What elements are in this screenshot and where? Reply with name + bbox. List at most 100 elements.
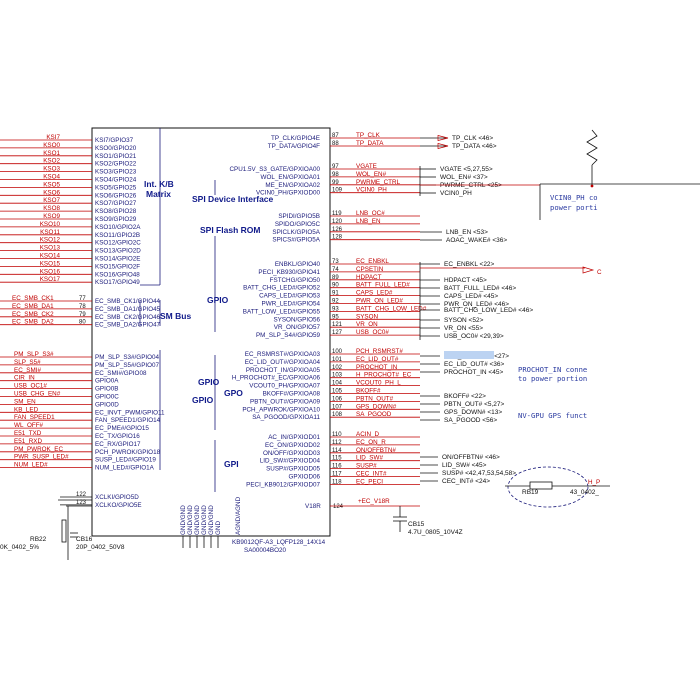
gpo-ext-label: GPS_DOWN# <13> bbox=[444, 409, 502, 416]
spi-flash-pin: SPIDI/GPIO5B bbox=[278, 213, 320, 220]
gpo-ext-label: PBTN_OUT# <5,27> bbox=[444, 401, 505, 408]
cb15-value: 4.7U_0805_10V4Z bbox=[408, 529, 463, 536]
gpio-mid-pin: ENBKL/GPIO40 bbox=[275, 261, 321, 268]
kso-signal: KSO5 bbox=[43, 181, 60, 188]
gpi-pin: LID_SW#/GPXIOD04 bbox=[260, 458, 321, 465]
gpio-mid-pin-number: 121 bbox=[332, 322, 343, 328]
gpo-pin: PBTN_OUT#/GPXIOA09 bbox=[250, 398, 320, 405]
gpo-pin-number: 107 bbox=[332, 404, 343, 410]
smbus-pin: EC_SMB_DA2/GPIO47 bbox=[95, 322, 161, 329]
gpio-mid-net: SYSON bbox=[356, 313, 378, 320]
gpio-mid-ext-label: BATT_FULL_LED# <46> bbox=[444, 285, 516, 292]
gpo-net: SA_PGOOD bbox=[356, 411, 392, 418]
kso-pin: KSO4/GPIO24 bbox=[95, 177, 137, 184]
gpio-left-signal: E51_RXD bbox=[14, 438, 42, 445]
gpio-mid-pin-number: 89 bbox=[332, 275, 339, 281]
kso-pin: KSO12/GPIO2C bbox=[95, 240, 141, 247]
kso-pin: KSO16/GPIO48 bbox=[95, 271, 140, 278]
gpio-left-signal: NUM_LED# bbox=[14, 462, 48, 469]
block-keyboard-title: Int. K/B bbox=[144, 179, 174, 189]
gpo-pin: BKOFF#/GPXIOA08 bbox=[263, 391, 321, 398]
gpio-mid-pin: PECI_KB930/GPIO41 bbox=[258, 269, 320, 276]
gpi-pin-number: 117 bbox=[332, 472, 342, 478]
cb16-capacitor: CB16 20P_0402_50V8 RB22 0K_0402_5% bbox=[0, 499, 125, 560]
ground-pin: GND/GND bbox=[194, 505, 201, 535]
kso-signal: KSO16 bbox=[40, 268, 61, 275]
gpi-net: LID_SW# bbox=[356, 455, 383, 462]
ground-pin: GND/GND bbox=[208, 505, 215, 535]
gpio-mid-ext-label: HDPACT <45> bbox=[444, 277, 487, 284]
spi-device-pin-number: 99 bbox=[332, 180, 339, 186]
block-gpo-title: GPO bbox=[224, 388, 243, 398]
spi-device-ext-label: VGATE <5,27,55> bbox=[440, 166, 493, 173]
gpio-mid-pin-number: 127 bbox=[332, 330, 343, 336]
ground-pin: GND/GND bbox=[201, 505, 208, 535]
kso-signal: KSO17 bbox=[40, 276, 61, 283]
gpo-pin: VCOUT0_PH/GPXIOA07 bbox=[249, 383, 320, 390]
block-spi-device-title: SPI Device Interface bbox=[192, 194, 274, 204]
gpo-pin-number: 102 bbox=[332, 365, 343, 371]
kso-signal: KSO1 bbox=[43, 150, 60, 157]
spi-device-pin: CPU1.5V_S3_GATE/GPXIOA00 bbox=[229, 166, 320, 173]
gpi-net: EC_PECI bbox=[356, 478, 383, 485]
gpio-mid-net: EC_ENBKL bbox=[356, 258, 389, 265]
block-gpio-mid2-title: GPIO bbox=[198, 377, 220, 387]
gpi-pin-number: 114 bbox=[332, 448, 342, 454]
gpio-mid-pin: SYSON/GPIO56 bbox=[273, 316, 320, 323]
gpi-pin: SUSP#/GPXIOD05 bbox=[266, 466, 320, 473]
kso-signal: KSO13 bbox=[40, 245, 61, 252]
kso-pin: KSO10/GPIO2A bbox=[95, 224, 141, 231]
gpi-pin: AC_IN/GPXIOD01 bbox=[268, 434, 320, 441]
gpio-mid-net: VR_ON bbox=[356, 321, 378, 328]
gpio-left-pin: FAN_SPEED1/GPIO14 bbox=[95, 417, 161, 424]
kso-signal: KSO3 bbox=[43, 166, 60, 173]
gpi-ext-label: SUSP# <42,47,53,54,58> bbox=[442, 470, 516, 477]
smbus-signal: EC_SMB_CK2 bbox=[12, 311, 54, 318]
gpio-mid-net: CPSETIN bbox=[356, 266, 384, 273]
gpio-mid-ext-label: BATT_CHG_LOW_LED# <46> bbox=[444, 307, 533, 314]
gpio-left-pin: GPIO0D bbox=[95, 401, 119, 408]
spi-flash-pin: SPICLK/GPIO5A bbox=[272, 229, 320, 236]
spi-device-ext-label: VCIN0_PH bbox=[440, 190, 472, 197]
gpio-mid-pin-number: 93 bbox=[332, 306, 339, 312]
smbus-pin: EC_SMB_CK1/GPIO44 bbox=[95, 298, 161, 305]
kso-signal: KSO14 bbox=[40, 253, 61, 260]
cb16-value: 20P_0402_50V8 bbox=[76, 544, 125, 551]
gpio-left-signal: KB_LED bbox=[14, 406, 39, 413]
gpio-left-signal: E51_TXD bbox=[14, 430, 42, 437]
kso-signal: KSO0 bbox=[43, 142, 60, 149]
spi-flash-pin: SPICS#/GPIO5A bbox=[272, 237, 320, 244]
spi-device-net: VGATE bbox=[356, 163, 377, 170]
gpio-left-signal: PM_SLP_S3# bbox=[14, 351, 54, 358]
gpo-net: H_PROCHOT#_EC bbox=[356, 372, 412, 379]
spi-flash-net: LNB_EN bbox=[356, 218, 381, 225]
smbus-pin-number: 80 bbox=[79, 320, 86, 326]
smbus-pin-number: 79 bbox=[79, 312, 86, 318]
gpo-pin-number: 105 bbox=[332, 389, 343, 395]
gpio-left-pin: PM_SLP_S5#/GPIO07 bbox=[95, 362, 160, 369]
gpio-mid-ext-label: SYSON <52> bbox=[444, 317, 484, 324]
spi-device-pin-number: 97 bbox=[332, 164, 339, 170]
gpi-net: ON/OFFBTN# bbox=[356, 447, 396, 454]
gpio-mid-pin-number: 73 bbox=[332, 259, 339, 265]
kso-signal: KSI7 bbox=[46, 134, 60, 141]
note-gps: NV-GPU GPS funct bbox=[518, 411, 587, 420]
v18r-pin: V18R bbox=[305, 503, 321, 510]
smbus-signal: EC_SMB_DA2 bbox=[12, 319, 54, 326]
note-prochot-2: to power portion bbox=[518, 374, 587, 383]
gpio-mid-pin: CAPS_LED#/GPIO53 bbox=[259, 293, 320, 300]
note-prochot: PROCHOT_IN conne bbox=[518, 365, 587, 374]
gpio-left-signal: FAN_SPEED1 bbox=[14, 414, 55, 421]
gpio-left-pin: EC_PME#/GPIO15 bbox=[95, 425, 149, 432]
smbus-pin-number: 78 bbox=[79, 304, 86, 310]
touchpad-arrow bbox=[437, 135, 449, 141]
spi-device-pin-number: 98 bbox=[332, 172, 339, 178]
spi-flash-pin-number: 128 bbox=[332, 235, 343, 241]
gpi-net: EC_ON_R bbox=[356, 439, 386, 446]
spi-flash-ext-label: LNB_EN <53> bbox=[446, 229, 488, 236]
gpi-pin-number: 115 bbox=[332, 456, 342, 462]
spi-device-ext-label: PWRME_CTRL <25> bbox=[440, 182, 502, 189]
gpio-mid-net: USB_OC0# bbox=[356, 329, 389, 336]
